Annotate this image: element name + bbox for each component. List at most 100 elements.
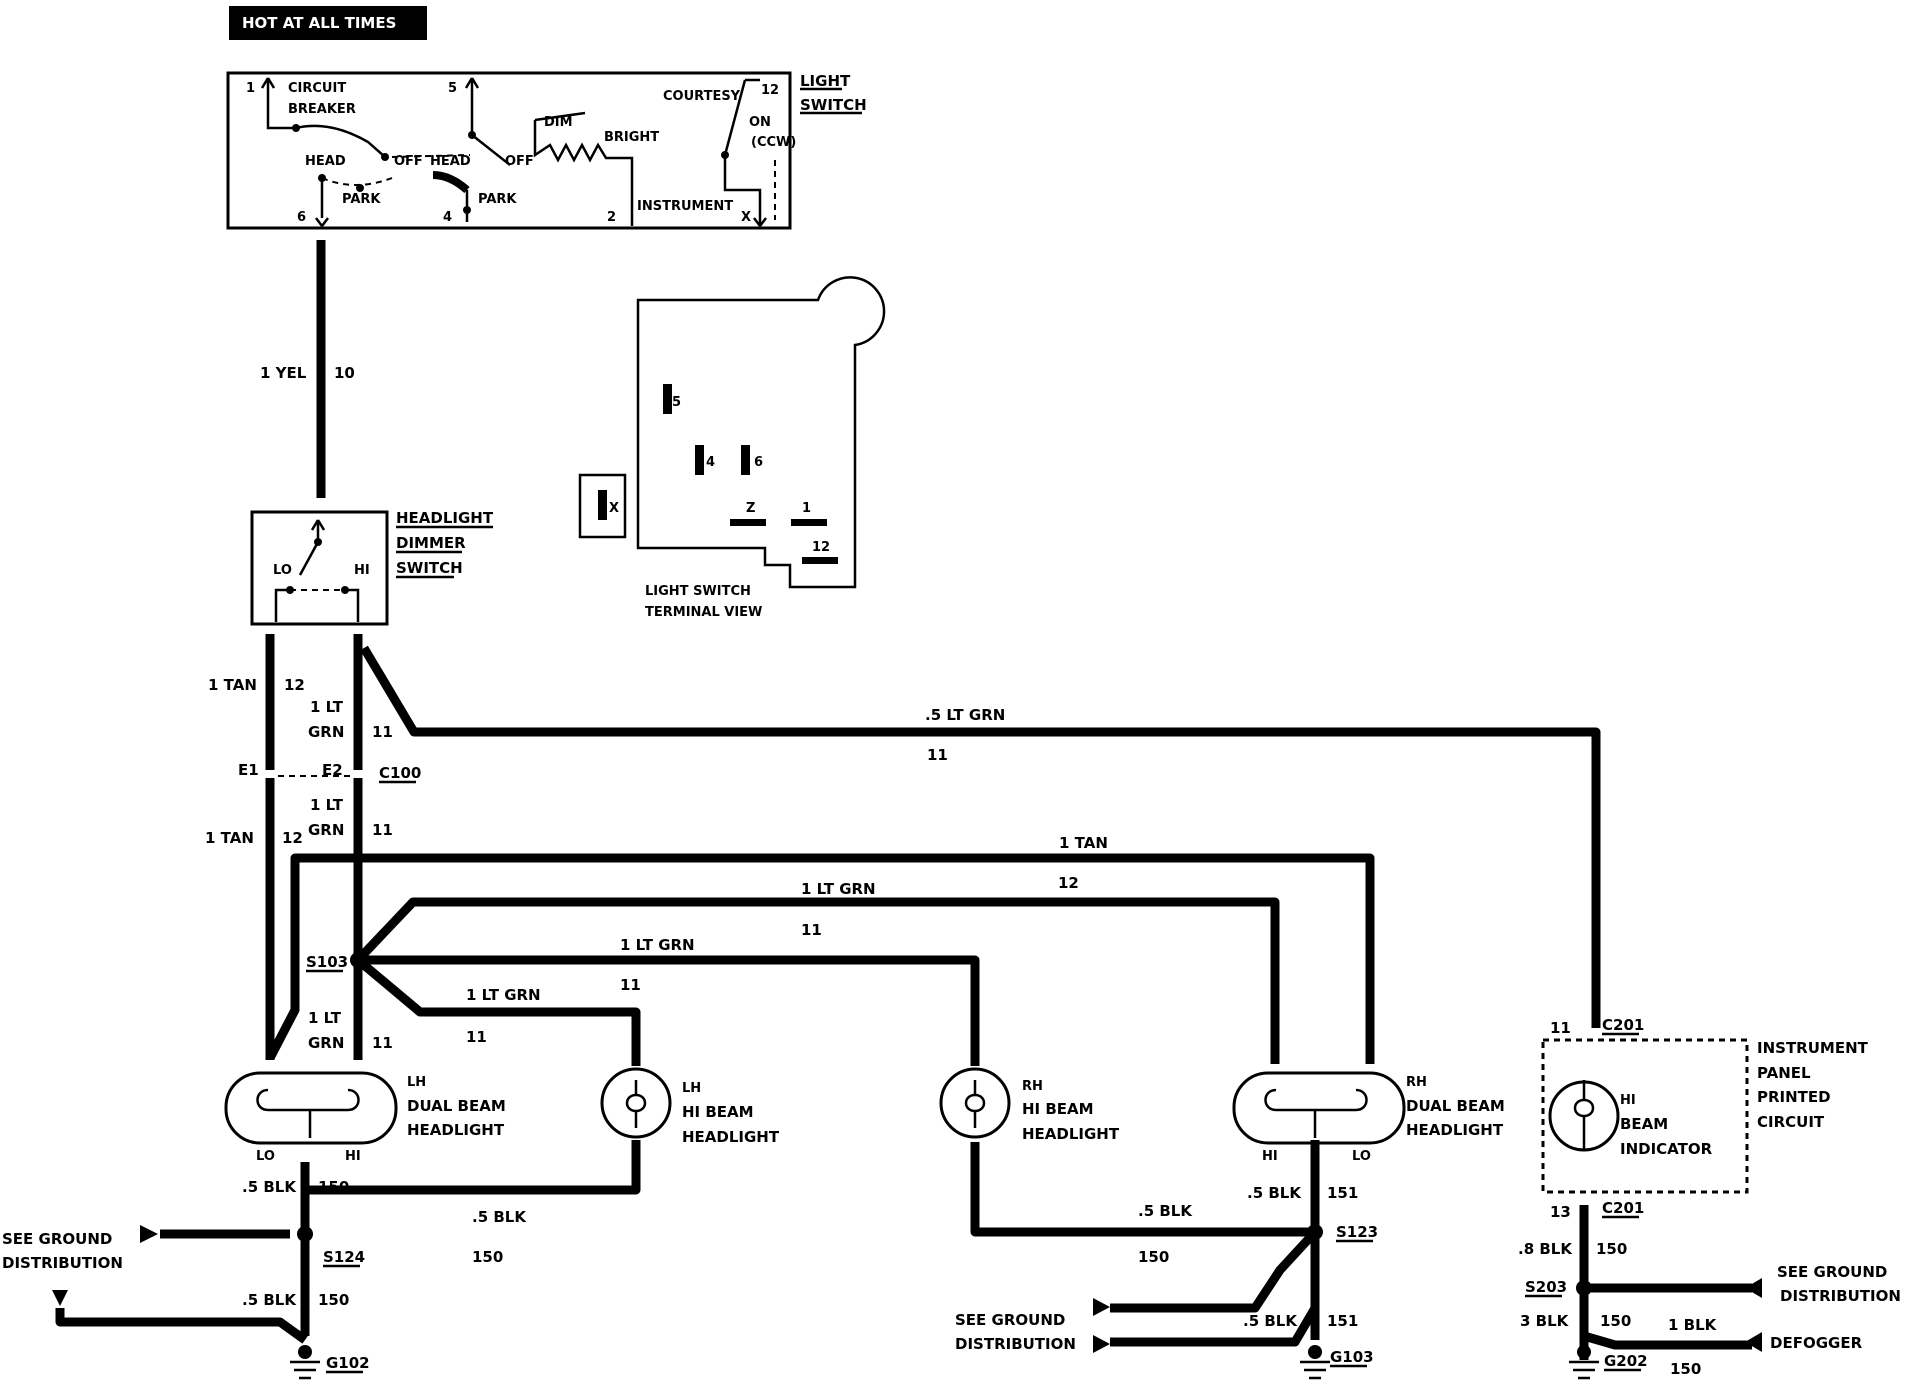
wire-blk-rhhi: .5 BLK [1138, 1202, 1193, 1220]
conn-c100: C100 [379, 764, 421, 782]
wire-ltgrn-run3-c: 11 [466, 1028, 487, 1046]
wire-tan-mid-c: 12 [282, 829, 303, 847]
indicator-title-2: BEAM [1620, 1115, 1668, 1133]
wire-ltgrn-top: 1 LT [310, 698, 344, 716]
lh-hi-label: HI [345, 1149, 361, 1164]
wire-ltgrn-run2-c: 11 [620, 976, 641, 994]
ground-g102: G102 [326, 1354, 370, 1372]
term-x-label: X [609, 501, 619, 516]
park-a-label: PARK [342, 192, 381, 207]
light-switch-title: LIGHT [800, 72, 851, 90]
ground-right-2: DISTRIBUTION [1780, 1287, 1901, 1305]
wire-tan-top: 1 TAN [208, 676, 257, 694]
ground-left-2: DISTRIBUTION [2, 1254, 123, 1272]
wire-ltgrn-ind-c: 11 [927, 746, 948, 764]
off-b-label: OFF [505, 154, 534, 169]
ccw-label: (CCW) [751, 135, 796, 150]
wire-blk-8: .8 BLK [1518, 1240, 1573, 1258]
wire-blk-rh-c: 151 [1327, 1184, 1358, 1202]
wire-blk-rh: .5 BLK [1247, 1184, 1302, 1202]
rh-dual-beam-headlight: HI LO RH DUAL BEAM HEADLIGHT [1232, 1071, 1505, 1164]
wire-ltgrn-ind: .5 LT GRN [925, 706, 1005, 724]
wire-ltgrn-low-2: GRN [308, 1034, 344, 1052]
wire-blk-3: 3 BLK [1520, 1312, 1570, 1330]
wire-ind-top-c: 11 [1550, 1019, 1571, 1037]
head-b-label: HEAD [430, 154, 471, 169]
wire-blk-8-c: 150 [1596, 1240, 1627, 1258]
on-label: ON [749, 115, 771, 130]
splice-s124: S124 [323, 1248, 365, 1266]
wire-yel-size: 1 YEL [260, 364, 307, 382]
wire-blk-rhhi-c: 150 [1138, 1248, 1169, 1266]
dimmer-lo-label: LO [273, 563, 292, 578]
wire-tan-top-c: 12 [284, 676, 305, 694]
headlight-dimmer-switch: LO HI HEADLIGHT DIMMER SWITCH [250, 509, 494, 626]
indicator-title: HI [1620, 1093, 1636, 1108]
wire-blk-def: 1 BLK [1668, 1316, 1718, 1334]
hi-beam-indicator: HI BEAM INDICATOR INSTRUMENT PANEL PRINT… [1541, 1038, 1869, 1194]
pin-1-label: 1 [246, 81, 255, 96]
term-5-label: 5 [672, 395, 681, 410]
rh-lo-label: LO [1352, 1149, 1371, 1164]
rh-hi-title: RH [1022, 1079, 1043, 1094]
term-z-label: Z [746, 501, 755, 516]
wire-ltgrn-run1: 1 LT GRN [801, 880, 876, 898]
conn-c201-top: C201 [1602, 1016, 1644, 1034]
conn-e2: E2 [322, 761, 343, 779]
ipc-title: INSTRUMENT [1757, 1039, 1869, 1057]
term-4-label: 4 [706, 455, 715, 470]
ipc-title-4: CIRCUIT [1757, 1113, 1825, 1131]
splices [297, 952, 1592, 1359]
ground-g202: G202 [1604, 1352, 1648, 1370]
wire-ltgrn-low-c: 11 [372, 1034, 393, 1052]
wire-ltgrn-top-2: GRN [308, 723, 344, 741]
wires [55, 240, 1752, 1360]
wire-tan-run-c: 12 [1058, 874, 1079, 892]
dimmer-title-2: DIMMER [396, 534, 466, 552]
ground-points [52, 1225, 1762, 1380]
wire-tan-mid: 1 TAN [205, 829, 254, 847]
pin-2-label: 2 [607, 210, 616, 225]
ipc-title-3: PRINTED [1757, 1088, 1831, 1106]
pin-x-label: X [741, 210, 751, 225]
splice-s103: S103 [306, 953, 348, 971]
term-12-label: 12 [812, 540, 830, 555]
wire-ltgrn-run3: 1 LT GRN [466, 986, 541, 1004]
park-b-label: PARK [478, 192, 517, 207]
off-a-label: OFF [394, 154, 423, 169]
wire-yel-circuit: 10 [334, 364, 355, 382]
light-switch-title-2: SWITCH [800, 96, 867, 114]
wire-ind-bot-c: 13 [1550, 1203, 1571, 1221]
wire-blk-3-c: 150 [1600, 1312, 1631, 1330]
connector-labels: E1 E2 C100 S103 S124 S123 S203 G102 G103… [238, 761, 1648, 1374]
wire-blk-lh-c: 150 [318, 1178, 349, 1196]
lh-dual-title-2: DUAL BEAM [407, 1097, 506, 1115]
circuit-breaker-label-2: BREAKER [288, 102, 356, 117]
rh-dual-title: RH [1406, 1075, 1427, 1090]
wire-ltgrn-top-c: 11 [372, 723, 393, 741]
rh-hi-title-2: HI BEAM [1022, 1100, 1094, 1118]
dimmer-hi-label: HI [354, 563, 370, 578]
pin-5-label: 5 [448, 81, 457, 96]
splice-s123: S123 [1336, 1223, 1378, 1241]
wire-ltgrn-mid: 1 LT [310, 796, 344, 814]
pin-6-label: 6 [297, 210, 306, 225]
defogger-label: DEFOGGER [1770, 1334, 1863, 1352]
wire-ltgrn-low: 1 LT [308, 1009, 342, 1027]
wire-ltgrn-run1-c: 11 [801, 921, 822, 939]
pin-12-label: 12 [761, 83, 779, 98]
wire-ltgrn-run2: 1 LT GRN [620, 936, 695, 954]
hot-label: HOT AT ALL TIMES [242, 14, 396, 32]
lh-dual-title: LH [407, 1075, 426, 1090]
rh-hi-beam-headlight: RH HI BEAM HEADLIGHT [939, 1067, 1120, 1143]
dimmer-title-3: SWITCH [396, 559, 463, 577]
wire-blk-lhhi-c: 150 [472, 1248, 503, 1266]
terminal-view: 5 4 6 X Z 1 12 LIGHT SWITCH TERMINAL VIE… [578, 276, 886, 620]
lh-lo-label: LO [256, 1149, 275, 1164]
indicator-title-3: INDICATOR [1620, 1140, 1713, 1158]
terminal-view-title: LIGHT SWITCH [645, 584, 751, 599]
lh-hi-title-3: HEADLIGHT [682, 1128, 780, 1146]
term-6-label: 6 [754, 455, 763, 470]
hot-at-all-times-banner: HOT AT ALL TIMES [229, 6, 427, 40]
pin-4-label: 4 [443, 210, 452, 225]
